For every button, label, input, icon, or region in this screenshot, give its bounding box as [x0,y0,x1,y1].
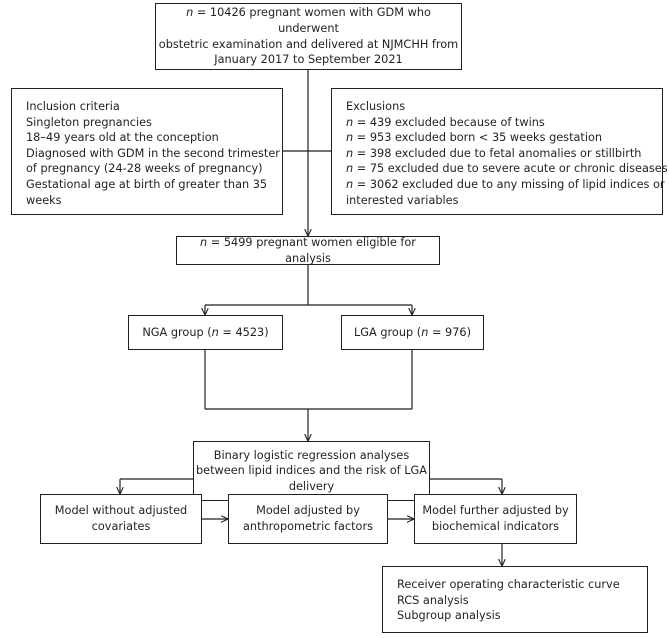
node-inclusion-criteria: Inclusion criteria Singleton pregnancies… [11,88,283,215]
node-model-anthropometric: Model adjusted by anthropometric factors [228,494,388,544]
node-inclusion-criteria-text: Inclusion criteria Singleton pregnancies… [26,100,280,207]
node-nga-group: NGA group (n = 4523) [128,315,283,350]
node-exclusions-text: Exclusions n = 439 excluded because of t… [346,100,668,207]
node-nga-group-text: NGA group (n = 4523) [142,325,269,339]
node-model-biochemical-text: Model further adjusted by biochemical in… [422,504,569,533]
node-eligible-population: n = 5499 pregnant women eligible for ana… [176,236,440,265]
node-further-analyses-text: Receiver operating characteristic curve … [397,578,620,623]
node-further-analyses: Receiver operating characteristic curve … [382,566,648,633]
node-exclusions: Exclusions n = 439 excluded because of t… [331,88,668,215]
node-regression-analysis-text: Binary logistic regression analyses betw… [195,448,428,493]
node-source-population: n = 10426 pregnant women with GDM who un… [155,3,462,70]
node-regression-analysis: Binary logistic regression analyses betw… [193,441,430,501]
node-lga-group: LGA group (n = 976) [341,315,484,350]
node-model-biochemical: Model further adjusted by biochemical in… [414,494,577,544]
node-model-unadjusted: Model without adjusted covariates [40,494,202,544]
node-model-anthropometric-text: Model adjusted by anthropometric factors [242,504,373,533]
node-model-unadjusted-text: Model without adjusted covariates [54,504,188,533]
node-lga-group-text: LGA group (n = 976) [354,325,471,339]
node-eligible-population-text: n = 5499 pregnant women eligible for ana… [200,235,416,265]
node-source-population-text: n = 10426 pregnant women with GDM who un… [158,6,459,67]
